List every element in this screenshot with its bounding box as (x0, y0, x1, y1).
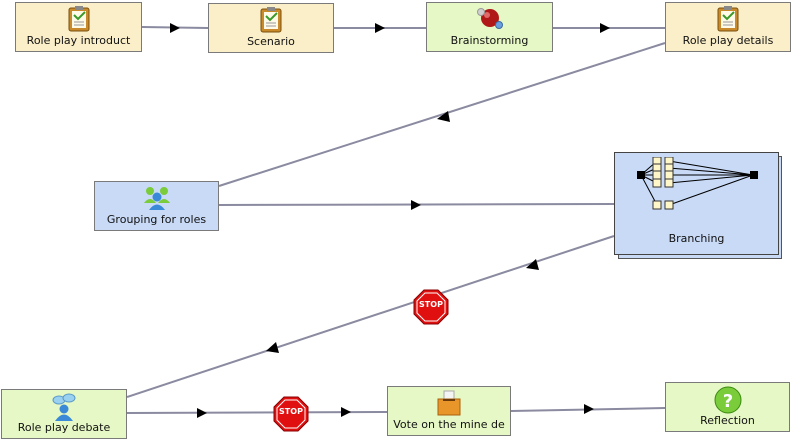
arrow-head (197, 408, 207, 418)
stop-gate-1[interactable]: STOP (413, 289, 449, 329)
stop-sign-icon (273, 396, 309, 432)
notepad-icon (260, 7, 282, 36)
activity-branching[interactable]: Branching (614, 152, 779, 255)
stop-gate-2[interactable]: STOP (273, 396, 309, 436)
notepad-icon (68, 6, 90, 35)
activity-vote[interactable]: Vote on the mine de (387, 386, 511, 436)
connector-branching-debate[interactable] (126, 235, 615, 398)
stop-label: STOP (419, 300, 443, 309)
arrow-head (375, 23, 385, 33)
people-icon (142, 185, 172, 214)
activity-label: Branching (668, 232, 725, 245)
arrow-head (170, 23, 180, 33)
branch-icon (635, 156, 759, 222)
stop-label: STOP (279, 407, 303, 416)
activity-label: Role play debate (17, 421, 111, 434)
activity-brainstorming[interactable]: Brainstorming (426, 2, 553, 52)
question-icon: ? (714, 386, 742, 417)
arrow-head (437, 111, 450, 122)
activity-label: Vote on the mine de (393, 418, 505, 431)
arrow-head (266, 342, 279, 353)
activity-label: Reflection (700, 414, 755, 427)
activity-role-play-details[interactable]: Role play details (665, 2, 791, 52)
arrow-head (341, 407, 351, 417)
activity-grouping-for-roles[interactable]: Grouping for roles (94, 181, 219, 231)
svg-text:?: ? (722, 391, 732, 412)
ballot-box-icon (436, 390, 462, 419)
activity-label: Role play introduct (26, 34, 131, 47)
arrow-head (411, 200, 421, 210)
arrow-head (526, 259, 539, 270)
arrow-head (600, 23, 610, 33)
activity-role-play-debate[interactable]: Role play debate (1, 389, 127, 439)
brainstorm-icon (476, 5, 504, 36)
speech-people-icon (50, 393, 78, 424)
activity-label: Role play details (682, 34, 774, 47)
activity-reflection[interactable]: ? Reflection (665, 382, 790, 432)
arrow-head (584, 404, 594, 414)
activity-role-play-intro[interactable]: Role play introduct (15, 2, 142, 52)
connector-details-grouping[interactable] (218, 42, 666, 187)
notepad-icon (717, 6, 739, 35)
activity-label: Grouping for roles (106, 213, 207, 226)
activity-scenario[interactable]: Scenario (208, 3, 334, 53)
stop-sign-icon (413, 289, 449, 325)
activity-label: Brainstorming (450, 34, 529, 47)
activity-label: Scenario (247, 35, 295, 48)
